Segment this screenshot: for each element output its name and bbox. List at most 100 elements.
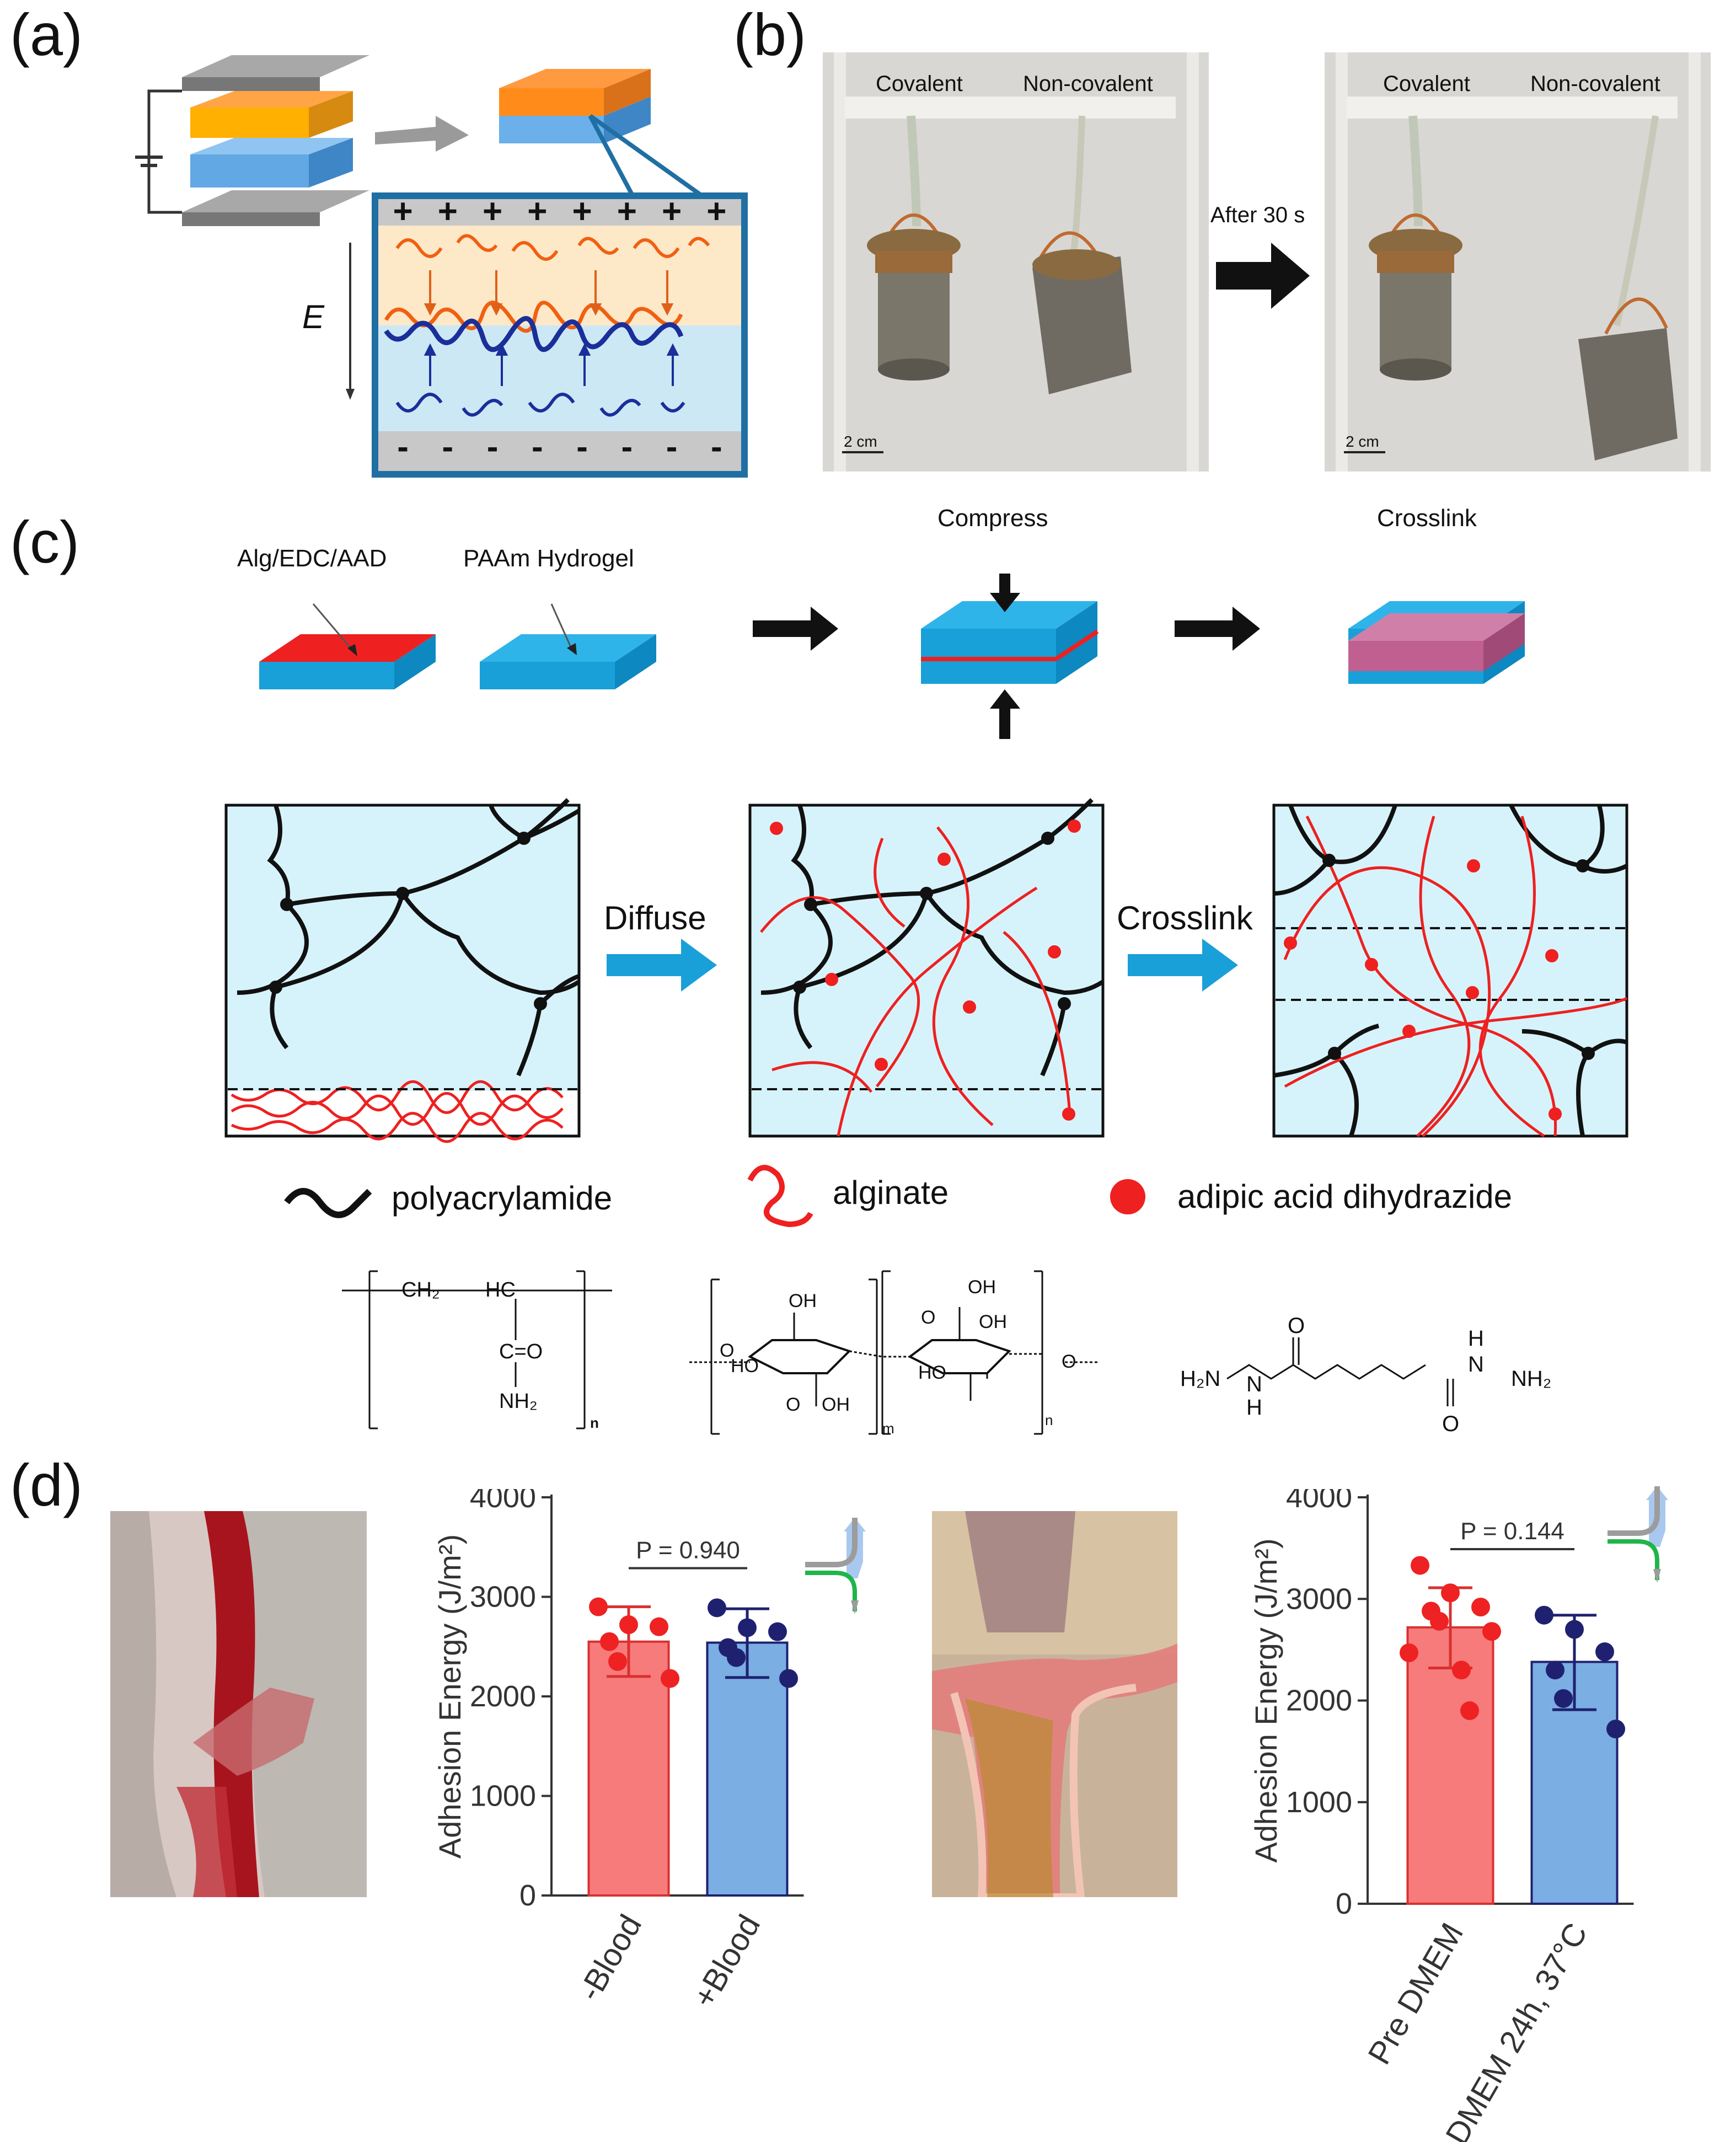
plus-row: ++++++++: [381, 192, 739, 231]
blood-adhesion-photo: [110, 1511, 367, 1897]
data-point: [738, 1618, 757, 1637]
plus-sign: +: [527, 192, 548, 231]
p-value-label: P = 0.940: [636, 1537, 740, 1564]
alg-oh: OH: [968, 1277, 996, 1298]
bar: [1406, 1626, 1494, 1905]
plus-sign: +: [437, 192, 458, 231]
noncovalent-label: Non-covalent: [1530, 72, 1660, 96]
data-point: [589, 1597, 608, 1616]
minus-row: --------: [381, 427, 739, 467]
data-point: [708, 1598, 726, 1618]
minus-sign: -: [532, 428, 543, 466]
y-tick-label: 4000: [470, 1489, 536, 1514]
alg-o: O: [720, 1340, 735, 1361]
bar: [1530, 1661, 1619, 1905]
minus-sign: -: [666, 428, 678, 466]
x-tick-label: +Blood: [686, 1909, 767, 2014]
data-point: [1535, 1605, 1553, 1625]
data-point: [1554, 1689, 1573, 1708]
noncovalent-label: Non-covalent: [1023, 72, 1153, 96]
crosslink-step-label: Crosslink: [1377, 505, 1477, 532]
y-tick-label: 3000: [1286, 1582, 1352, 1615]
data-point: [1565, 1620, 1584, 1639]
paam-nh2: NH₂: [499, 1390, 538, 1413]
network-diagram: [224, 798, 1628, 1143]
data-point: [1452, 1661, 1471, 1680]
data-point: [1482, 1622, 1501, 1641]
aad-h: H: [1468, 1326, 1484, 1351]
data-point: [1430, 1611, 1449, 1631]
panel-c-label: (c): [10, 508, 79, 575]
y-axis-label: Adhesion Energy (J/m²): [1249, 1538, 1283, 1862]
alg-ho: HO: [731, 1356, 759, 1377]
compress-label: Compress: [937, 505, 1048, 532]
data-point: [600, 1632, 619, 1651]
y-tick-label: 1000: [1286, 1786, 1352, 1819]
data-point: [1460, 1701, 1479, 1720]
alg-o: O: [921, 1307, 936, 1328]
data-point: [619, 1615, 638, 1635]
alg-m: m: [882, 1420, 894, 1437]
field-label: E: [302, 298, 325, 335]
x-tick-label: -Blood: [571, 1909, 649, 2007]
data-point: [1471, 1597, 1490, 1616]
panel-b-label: (b): [733, 1, 806, 68]
chemical-structures: [342, 1270, 1454, 1435]
minus-sign: -: [621, 428, 633, 466]
y-tick-label: 0: [519, 1879, 536, 1912]
minus-sign: -: [442, 428, 454, 466]
data-point: [1411, 1556, 1429, 1575]
alg-oh: OH: [822, 1394, 850, 1415]
alg-oh: OH: [979, 1311, 1007, 1332]
paam-ch2: CH₂: [401, 1278, 440, 1302]
after-label: After 30 s: [1210, 203, 1305, 227]
data-point: [650, 1617, 668, 1636]
x-tick-label: DMEM 24h, 37°C: [1439, 1917, 1594, 2142]
paam-n: n: [590, 1415, 599, 1431]
alginate-legend-icon: [747, 1165, 813, 1228]
y-axis-label: Adhesion Energy (J/m²): [432, 1534, 467, 1859]
alg-layer-label: Alg/EDC/AAD: [237, 545, 387, 572]
covalent-label: Covalent: [876, 72, 963, 96]
panel-a-schematic: [135, 55, 748, 478]
y-tick-label: 3000: [470, 1581, 536, 1614]
plus-sign: +: [662, 192, 682, 231]
peel-force-icon: [1608, 1486, 1668, 1583]
diffuse-label: Diffuse: [604, 899, 706, 936]
scale-bar-label: 2 cm: [1346, 433, 1379, 450]
data-point: [727, 1648, 746, 1667]
y-tick-label: 2000: [1286, 1684, 1352, 1717]
y-tick-label: 4000: [1286, 1489, 1352, 1514]
paam-layer-label: PAAm Hydrogel: [463, 545, 634, 572]
photo-after: [1325, 52, 1711, 472]
bar: [706, 1641, 789, 1897]
data-point: [1441, 1583, 1460, 1603]
alg-o: O: [786, 1394, 801, 1415]
polyacrylamide-legend-icon: [284, 1188, 372, 1218]
aad-n: N: [1246, 1372, 1262, 1396]
panel-c-process-row: [259, 574, 1525, 739]
alginate-legend-label: alginate: [833, 1174, 949, 1211]
photo-before: [823, 52, 1209, 472]
aad-h2n: H₂N: [1180, 1367, 1221, 1391]
x-tick-label: Pre DMEM: [1361, 1917, 1470, 2070]
minus-sign: -: [486, 428, 499, 466]
aad-o: O: [1288, 1314, 1305, 1338]
data-point: [1606, 1720, 1625, 1739]
plus-sign: +: [572, 192, 592, 231]
polyacrylamide-legend-label: polyacrylamide: [392, 1180, 613, 1217]
aad-h: H: [1246, 1395, 1262, 1420]
alg-oh: OH: [789, 1290, 817, 1311]
y-tick-label: 0: [1336, 1887, 1352, 1920]
aad-nh2: NH₂: [1511, 1367, 1552, 1391]
paam-carbonyl: C=O: [499, 1340, 543, 1363]
data-point: [608, 1652, 627, 1671]
minus-sign: -: [397, 428, 409, 466]
after-arrow-icon: [1216, 243, 1310, 309]
plus-sign: +: [483, 192, 503, 231]
alg-ho: HO: [918, 1362, 946, 1383]
minus-sign: -: [711, 428, 722, 466]
aad-legend-label: adipic acid dihydrazide: [1177, 1178, 1513, 1215]
alg-o: O: [1062, 1351, 1076, 1372]
